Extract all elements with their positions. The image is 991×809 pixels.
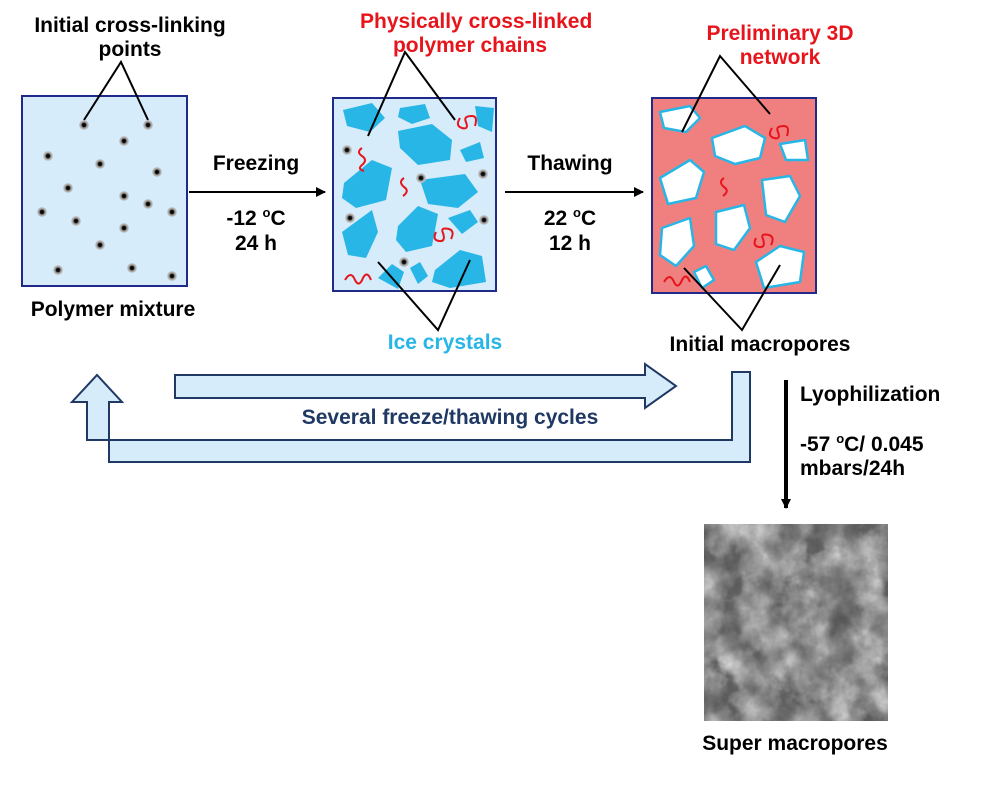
polymer-chains <box>344 114 477 285</box>
network-chains <box>663 124 789 287</box>
thawing-time: 12 h <box>548 232 592 255</box>
freezing-time: 24 h <box>234 232 278 255</box>
network-box <box>651 97 817 294</box>
preliminary-network-label: Preliminary 3D network <box>706 22 854 70</box>
cycles-label: Several freeze/thawing cycles <box>301 406 599 429</box>
polymer-mixture-box <box>21 95 188 287</box>
macropores-pointer-lines <box>683 264 781 332</box>
frozen-state-box <box>332 97 497 292</box>
ice-pointer-lines <box>377 259 471 332</box>
freezing-temperature: -12 oC <box>226 205 286 230</box>
crosslink-points-label: Initial cross-linking points <box>34 14 226 62</box>
freezing-label: Freezing <box>212 152 300 175</box>
ice-crystals-label: Ice crystals <box>387 331 503 354</box>
lyophilization-conditions: -57 oC/ 0.045 mbars/24h <box>800 431 924 481</box>
polymer-mixture-label: Polymer mixture <box>30 298 196 321</box>
super-macropores-label: Super macropores <box>702 732 888 755</box>
thawing-temperature: 22 oC <box>543 205 597 230</box>
chains-pointer-lines <box>367 50 456 137</box>
network-pointer-lines <box>681 54 771 133</box>
return-cycle-arrow <box>69 371 751 463</box>
macropore-shapes <box>658 104 810 290</box>
frozen-crosslink-points <box>342 145 489 267</box>
crosslink-points <box>37 120 177 281</box>
sem-image <box>704 524 888 721</box>
forward-cycle-arrow <box>174 362 678 410</box>
thawing-label: Thawing <box>527 152 613 175</box>
crosslinked-chains-label: Physically cross-linked polymer chains <box>360 10 593 58</box>
initial-macropores-label: Initial macropores <box>669 333 851 356</box>
lyophilization-label: Lyophilization <box>800 383 941 406</box>
crosslink-pointer-lines <box>83 59 149 121</box>
